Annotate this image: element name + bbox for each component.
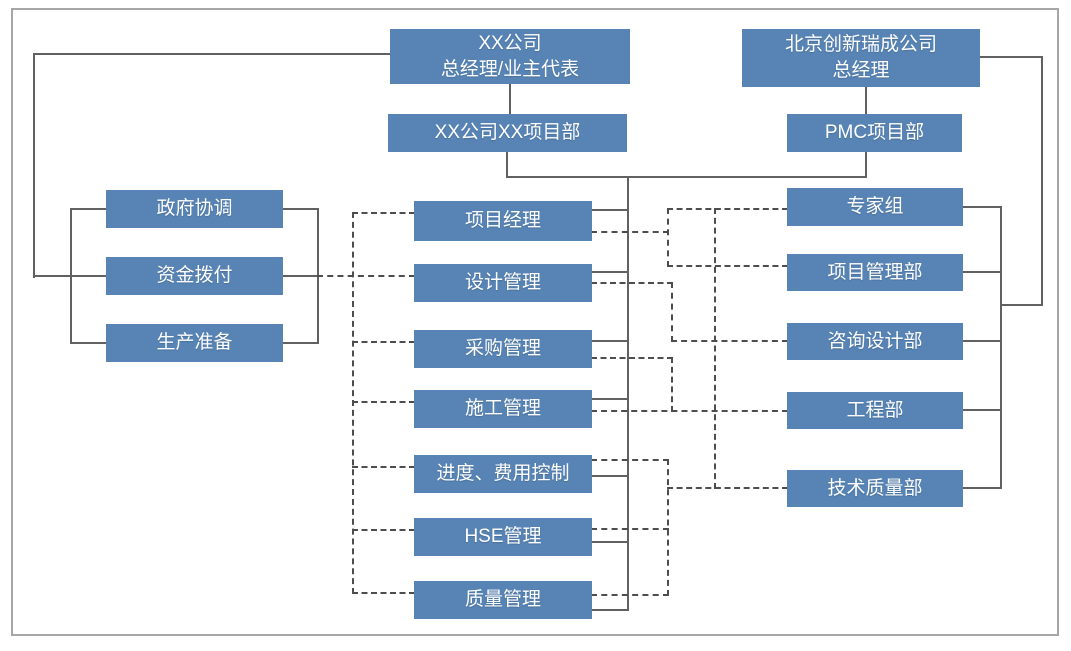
connector-line-solid xyxy=(33,53,391,55)
connector-line-dashed xyxy=(591,459,669,461)
connector-line-solid xyxy=(70,208,107,210)
connector-line-dashed xyxy=(352,466,415,468)
connector-line-dashed xyxy=(667,265,788,267)
connector-line-solid xyxy=(591,271,629,273)
connector-line-dashed xyxy=(591,282,673,284)
connector-line-solid xyxy=(962,206,1002,208)
connector-line-solid xyxy=(591,209,629,211)
connector-line-solid xyxy=(1000,304,1043,306)
connector-line-solid xyxy=(282,342,319,344)
connector-line-solid xyxy=(506,176,867,178)
connector-line-solid xyxy=(979,56,1043,58)
node-design-management: 设计管理 xyxy=(414,264,592,302)
connector-line-dashed xyxy=(667,208,669,267)
node-technical-quality-dept: 技术质量部 xyxy=(787,470,963,507)
node-project-management-dept: 项目管理部 xyxy=(787,254,963,291)
connector-line-dashed xyxy=(591,528,669,530)
node-quality-management: 质量管理 xyxy=(414,581,592,619)
node-owner-project-dept: XX公司XX项目部 xyxy=(388,114,627,152)
connector-line-dashed xyxy=(317,275,415,277)
node-procurement-management: 采购管理 xyxy=(414,330,592,368)
connector-line-solid xyxy=(509,83,511,115)
connector-line-solid xyxy=(962,271,1002,273)
connector-line-solid xyxy=(591,398,629,400)
connector-line-dashed xyxy=(352,401,415,403)
node-fund-allocation: 资金拨付 xyxy=(106,257,283,295)
connector-line-solid xyxy=(33,53,35,278)
node-engineering-dept: 工程部 xyxy=(787,392,963,429)
connector-line-dashed xyxy=(667,459,669,596)
connector-line-solid xyxy=(962,340,1002,342)
node-pmc-project-dept: PMC项目部 xyxy=(787,114,962,152)
connector-line-solid xyxy=(865,151,867,178)
connector-line-dashed xyxy=(352,592,415,594)
node-production-preparation: 生产准备 xyxy=(106,324,283,362)
connector-line-dashed xyxy=(714,208,716,489)
node-beijing-company-general-manager: 北京创新瑞成公司 总经理 xyxy=(742,29,980,87)
connector-line-dashed xyxy=(671,282,673,342)
node-project-manager: 项目经理 xyxy=(414,201,592,241)
node-construction-management: 施工管理 xyxy=(414,390,592,428)
connector-line-solid xyxy=(70,208,72,344)
connector-line-solid xyxy=(282,275,319,277)
connector-line-solid xyxy=(962,409,1002,411)
connector-line-dashed xyxy=(352,212,354,594)
connector-line-dashed xyxy=(352,341,415,343)
connector-line-dashed xyxy=(591,410,788,412)
connector-line-solid xyxy=(1000,206,1002,489)
connector-line-solid xyxy=(591,541,629,543)
connector-line-solid xyxy=(627,176,629,611)
connector-line-solid xyxy=(282,208,319,210)
connector-line-dashed xyxy=(352,529,415,531)
node-expert-group: 专家组 xyxy=(787,188,963,226)
connector-line-solid xyxy=(962,487,1002,489)
connector-line-dashed xyxy=(591,594,669,596)
node-consulting-design-dept: 咨询设计部 xyxy=(787,323,963,360)
node-owner-general-manager: XX公司 总经理/业主代表 xyxy=(390,29,630,84)
connector-line-dashed xyxy=(591,357,673,359)
connector-line-solid xyxy=(591,609,629,611)
connector-line-dashed xyxy=(352,212,415,214)
connector-line-solid xyxy=(865,86,867,115)
chart-border xyxy=(11,8,1059,636)
connector-line-dashed xyxy=(671,357,673,412)
connector-line-dashed xyxy=(667,487,788,489)
connector-line-dashed xyxy=(671,340,788,342)
connector-line-solid xyxy=(1041,56,1043,306)
connector-line-dashed xyxy=(591,231,669,233)
connector-line-solid xyxy=(591,340,629,342)
connector-line-dashed xyxy=(667,208,788,210)
node-schedule-cost-control: 进度、费用控制 xyxy=(414,455,592,493)
node-hse-management: HSE管理 xyxy=(414,518,592,556)
connector-line-solid xyxy=(591,475,629,477)
connector-line-solid xyxy=(506,151,508,178)
node-government-coordination: 政府协调 xyxy=(106,190,283,228)
connector-line-solid xyxy=(70,342,107,344)
